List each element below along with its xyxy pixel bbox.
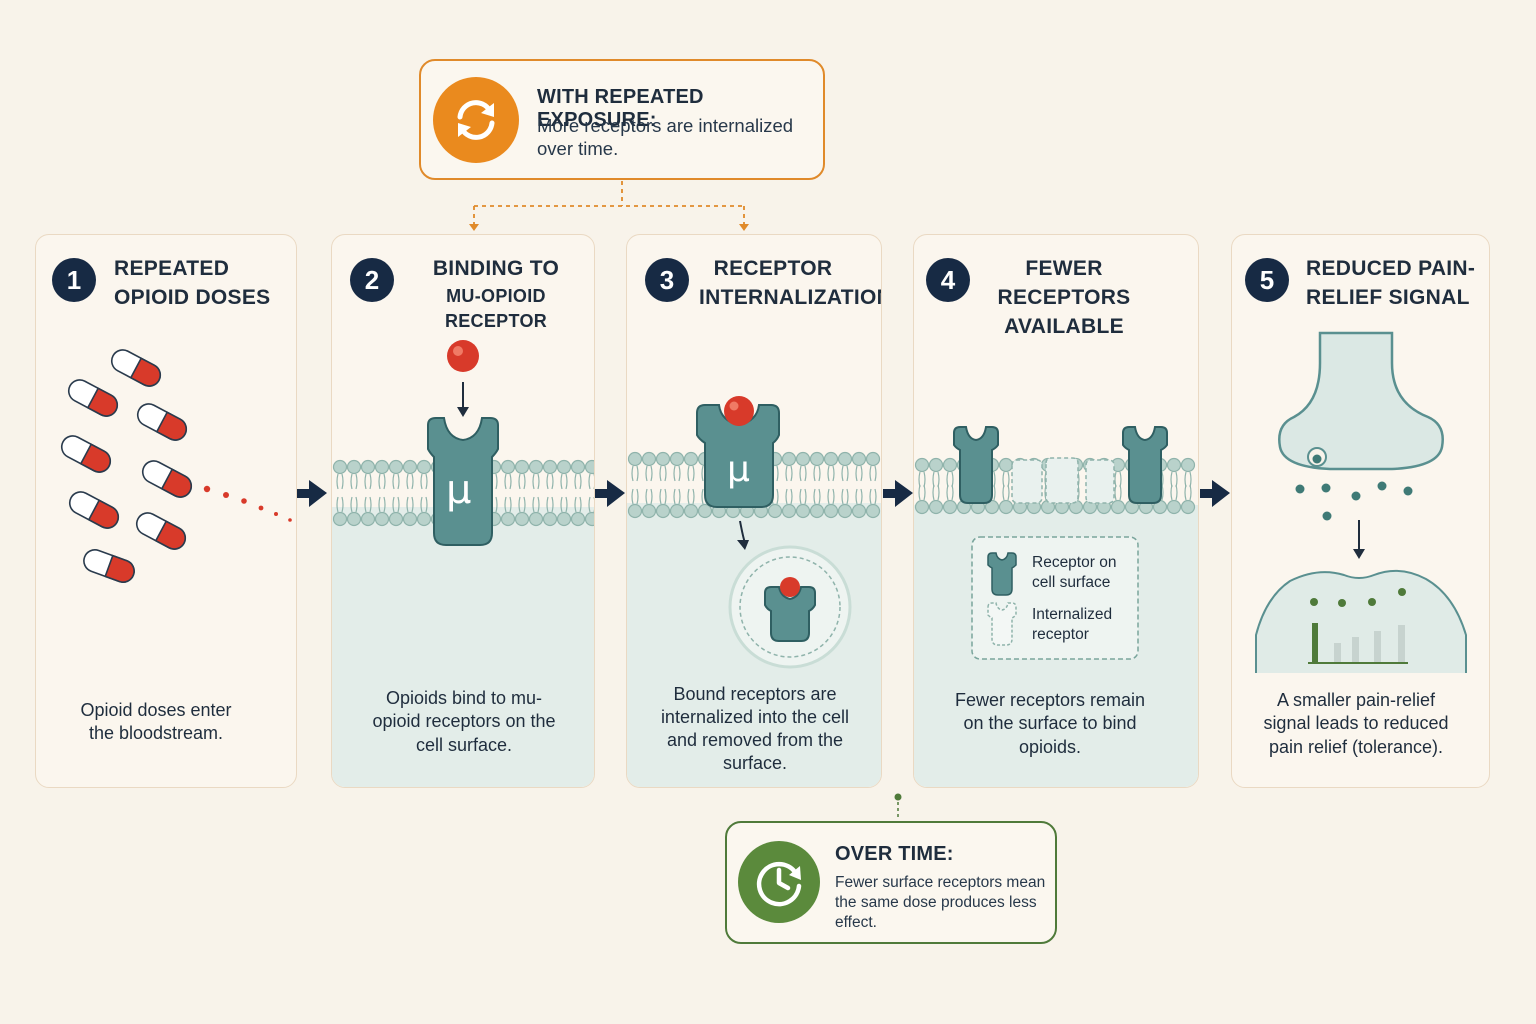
repeated-exposure-callout: WITH REPEATED EXPOSURE: More receptors a… bbox=[419, 59, 825, 180]
legend-surface-receptor-icon bbox=[987, 552, 1017, 596]
receptor-binding bbox=[427, 340, 499, 546]
arrow-right-icon bbox=[297, 480, 327, 507]
refresh-cycle-icon bbox=[433, 77, 519, 163]
opioid-pills bbox=[57, 345, 292, 587]
step-number-2: 2 bbox=[350, 258, 394, 302]
step-description-4: Fewer receptors remain on the surface to… bbox=[954, 690, 1146, 757]
step-description-1: Opioid doses enter the bloodstream. bbox=[80, 700, 232, 744]
over-time-callout: OVER TIME: Fewer surface receptors mean … bbox=[725, 821, 1057, 944]
arrow-right-icon bbox=[883, 480, 913, 507]
receptor-availability bbox=[953, 426, 1168, 660]
surface-receptor bbox=[1122, 426, 1168, 504]
surface-receptor bbox=[953, 426, 999, 504]
step-number-1: 1 bbox=[52, 258, 96, 302]
arrow-right-icon bbox=[595, 480, 625, 507]
step-number-5: 5 bbox=[1245, 258, 1289, 302]
step-description-3: Bound receptors are internalized into th… bbox=[660, 684, 850, 773]
internalized-receptor bbox=[764, 586, 816, 642]
endosome-vesicle bbox=[739, 556, 841, 658]
step-number-3: 3 bbox=[645, 258, 689, 302]
cell-interior bbox=[332, 507, 594, 787]
step-description-2: Opioids bind to mu-opioid receptors on t… bbox=[372, 688, 556, 755]
step-card-5: 5 REDUCED PAIN-RELIEF SIGNAL A smaller p… bbox=[1231, 234, 1490, 788]
presynaptic-terminal bbox=[1278, 331, 1444, 471]
legend-internalized-receptor-icon bbox=[987, 602, 1017, 646]
mu-receptor-bound bbox=[696, 404, 780, 508]
neurotransmitter-dots bbox=[1295, 454, 1413, 521]
signal-bars bbox=[1308, 623, 1408, 664]
missing-receptor-outlines bbox=[1011, 457, 1115, 504]
repeated-exposure-title: WITH REPEATED EXPOSURE: bbox=[537, 86, 704, 131]
postsynaptic-cell bbox=[1255, 569, 1467, 673]
clock-icon bbox=[738, 841, 820, 923]
arrow-right-icon bbox=[1200, 480, 1230, 507]
step-title-5: REDUCED PAIN-RELIEF SIGNAL bbox=[1306, 257, 1476, 309]
receptor-internalization bbox=[696, 396, 852, 669]
receptor-symbol: μ bbox=[446, 467, 472, 513]
synapse-signal bbox=[1255, 331, 1467, 673]
receptor-symbol: μ bbox=[727, 449, 750, 490]
repeated-exposure-text: More receptors are internalized over tim… bbox=[537, 115, 794, 160]
over-time-text: Fewer surface receptors mean the same do… bbox=[835, 874, 1046, 932]
over-time-title: OVER TIME: bbox=[835, 843, 954, 865]
step-description-5: A smaller pain-relief signal leads to re… bbox=[1263, 690, 1449, 757]
step-number-4: 4 bbox=[926, 258, 970, 302]
mu-receptor bbox=[427, 417, 499, 546]
